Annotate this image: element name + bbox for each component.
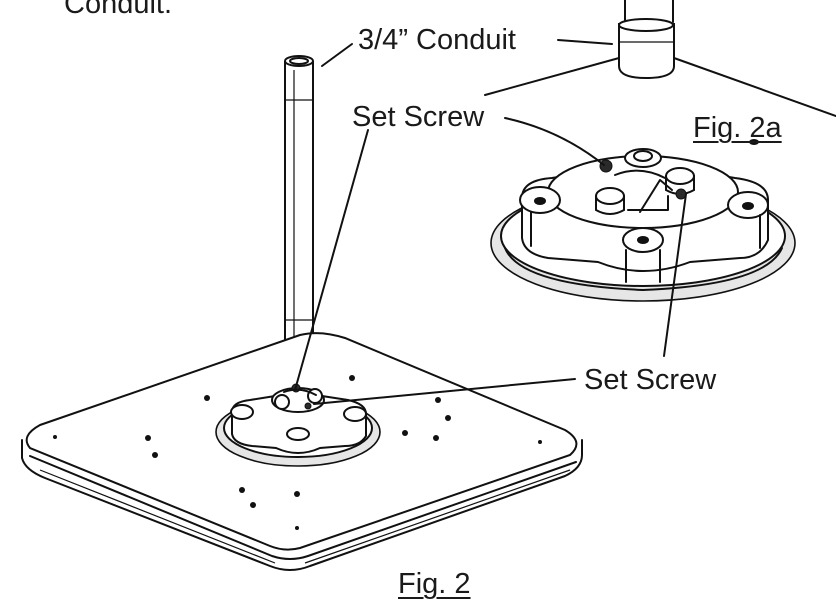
inset-callout-line-left [484, 57, 620, 96]
set-screw-label-upper: Set Screw [352, 101, 485, 133]
set-screw-label-lower: Set Screw [584, 364, 717, 396]
callout-leaders [294, 39, 687, 405]
fig-2-caption: Fig. 2 [398, 568, 471, 600]
fig-2-assembly [21, 55, 583, 571]
fig-2a-inset [484, 0, 836, 302]
fig-2a-caption: Fig. 2a [693, 112, 782, 144]
conduit-label: 3/4” Conduit [358, 24, 516, 56]
top-left-text: Conduit. [64, 0, 173, 20]
conduit-pipe [284, 61, 314, 346]
inset-callout-line-right [673, 57, 836, 117]
